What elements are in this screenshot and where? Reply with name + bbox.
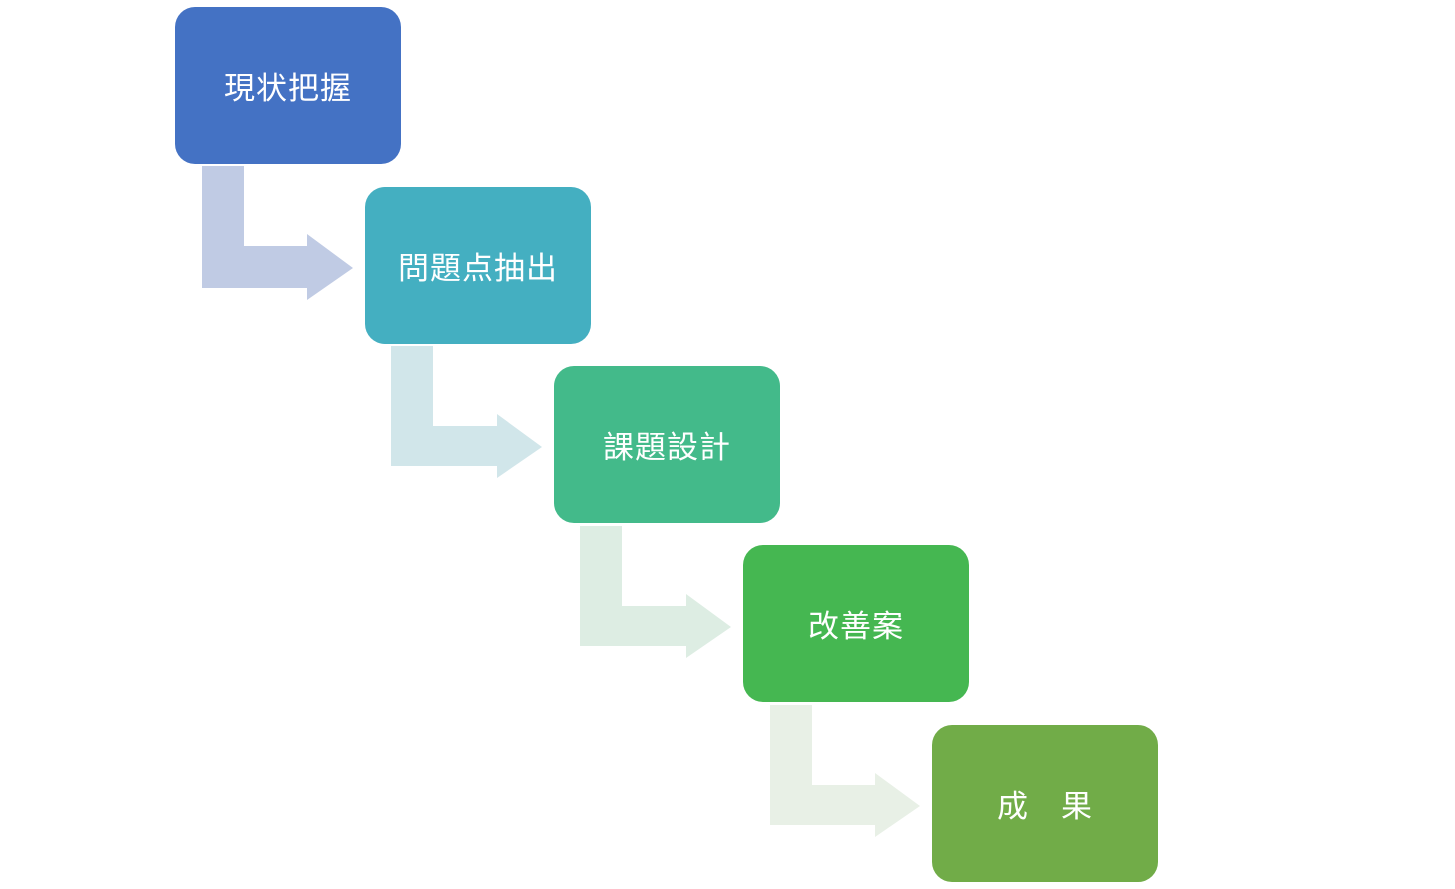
step-label: 成 果 — [997, 789, 1093, 825]
bent-arrow-4-to-5 — [770, 705, 920, 837]
step-box-kaizen-an: 改善案 — [743, 545, 969, 702]
step-box-kadai-sekkei: 課題設計 — [554, 366, 780, 523]
step-box-seika: 成 果 — [932, 725, 1158, 882]
step-label: 改善案 — [808, 609, 904, 645]
bent-arrow-1-to-2 — [202, 166, 353, 300]
step-box-genjo-haaku: 現状把握 — [175, 7, 401, 164]
step-label: 課題設計 — [603, 430, 731, 466]
step-label: 現状把握 — [224, 71, 352, 107]
step-box-mondaiten-chushutsu: 問題点抽出 — [365, 187, 591, 344]
bent-arrow-2-to-3 — [391, 346, 542, 478]
step-label: 問題点抽出 — [398, 251, 558, 287]
bent-arrow-3-to-4 — [580, 526, 731, 658]
